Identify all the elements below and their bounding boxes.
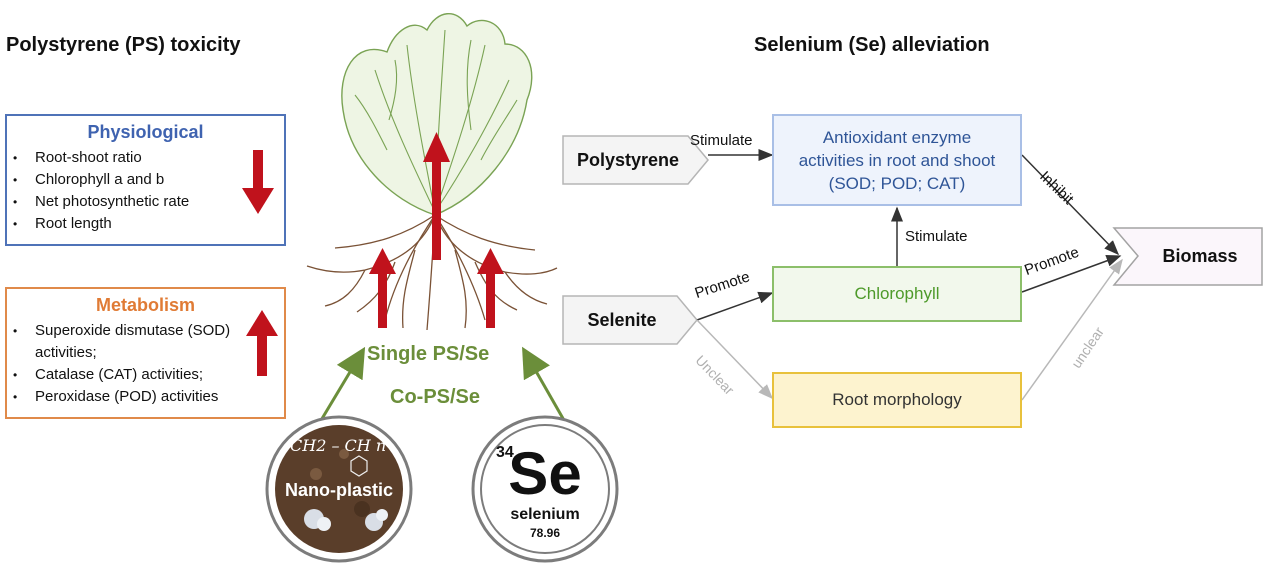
selenite-node: Selenite <box>587 309 657 330</box>
green-arrows <box>318 346 567 423</box>
nanoplastic-icon <box>265 415 413 563</box>
single-ps-se-label: Single PS/Se <box>367 343 490 365</box>
selenium-number: 34 <box>496 444 514 461</box>
up-arrow-icon <box>246 310 278 376</box>
nanoplastic-circle: CH2 – CH n Nano-plastic <box>264 414 414 564</box>
root-morphology-node: Root morphology <box>772 372 1022 428</box>
physiological-list: Root-shoot ratio Chlorophyll a and b Net… <box>7 147 284 235</box>
selenium-circle: 34 Se selenium 78.96 <box>470 414 620 564</box>
antioxidant-node: Antioxidant enzyme activities in root an… <box>772 114 1022 206</box>
list-item: Chlorophyll a and b <box>13 169 284 191</box>
list-item: Root length <box>13 213 284 235</box>
right-title: Selenium (Se) alleviation <box>754 34 990 56</box>
polystyrene-node-shape <box>562 135 709 185</box>
co-ps-se-label: Co-PS/Se <box>390 386 481 408</box>
list-item: Net photosynthetic rate <box>13 191 284 213</box>
physiological-title: Physiological <box>87 122 204 142</box>
chlorophyll-node: Chlorophyll <box>772 266 1022 322</box>
list-item: Root-shoot ratio <box>13 147 284 169</box>
polystyrene-node: Polystyrene <box>576 149 680 170</box>
biomass-node-shape <box>1112 227 1263 286</box>
metabolism-title: Metabolism <box>95 295 196 315</box>
list-item: Peroxidase (POD) activities <box>13 386 234 408</box>
metabolism-box: Metabolism Superoxide dismutase (SOD) ac… <box>5 287 286 419</box>
biomass-node: Biomass <box>1162 246 1238 266</box>
selenite-node-shape <box>562 295 698 345</box>
metabolism-list: Superoxide dismutase (SOD) activities; C… <box>7 320 284 408</box>
list-item: Superoxide dismutase (SOD) activities; <box>13 320 235 364</box>
nanoplastic-formula: CH2 – CH n <box>290 436 387 455</box>
selenium-mass: 78.96 <box>529 526 561 540</box>
list-item: Catalase (CAT) activities; <box>13 364 234 386</box>
stimulate-label: Stimulate <box>690 132 753 149</box>
physiological-box: Physiological Root-shoot ratio Chlorophy… <box>5 114 286 246</box>
selenium-symbol: Se <box>508 440 582 507</box>
down-arrow-icon <box>242 150 274 214</box>
selenium-name: selenium <box>510 506 580 523</box>
nanoplastic-label: Nano-plastic <box>284 480 394 500</box>
stimulate-label: Stimulate <box>905 228 968 245</box>
left-title: Polystyrene (PS) toxicity <box>6 34 241 56</box>
lettuce-plant-illustration <box>306 13 558 331</box>
selenium-element-icon <box>471 415 619 563</box>
